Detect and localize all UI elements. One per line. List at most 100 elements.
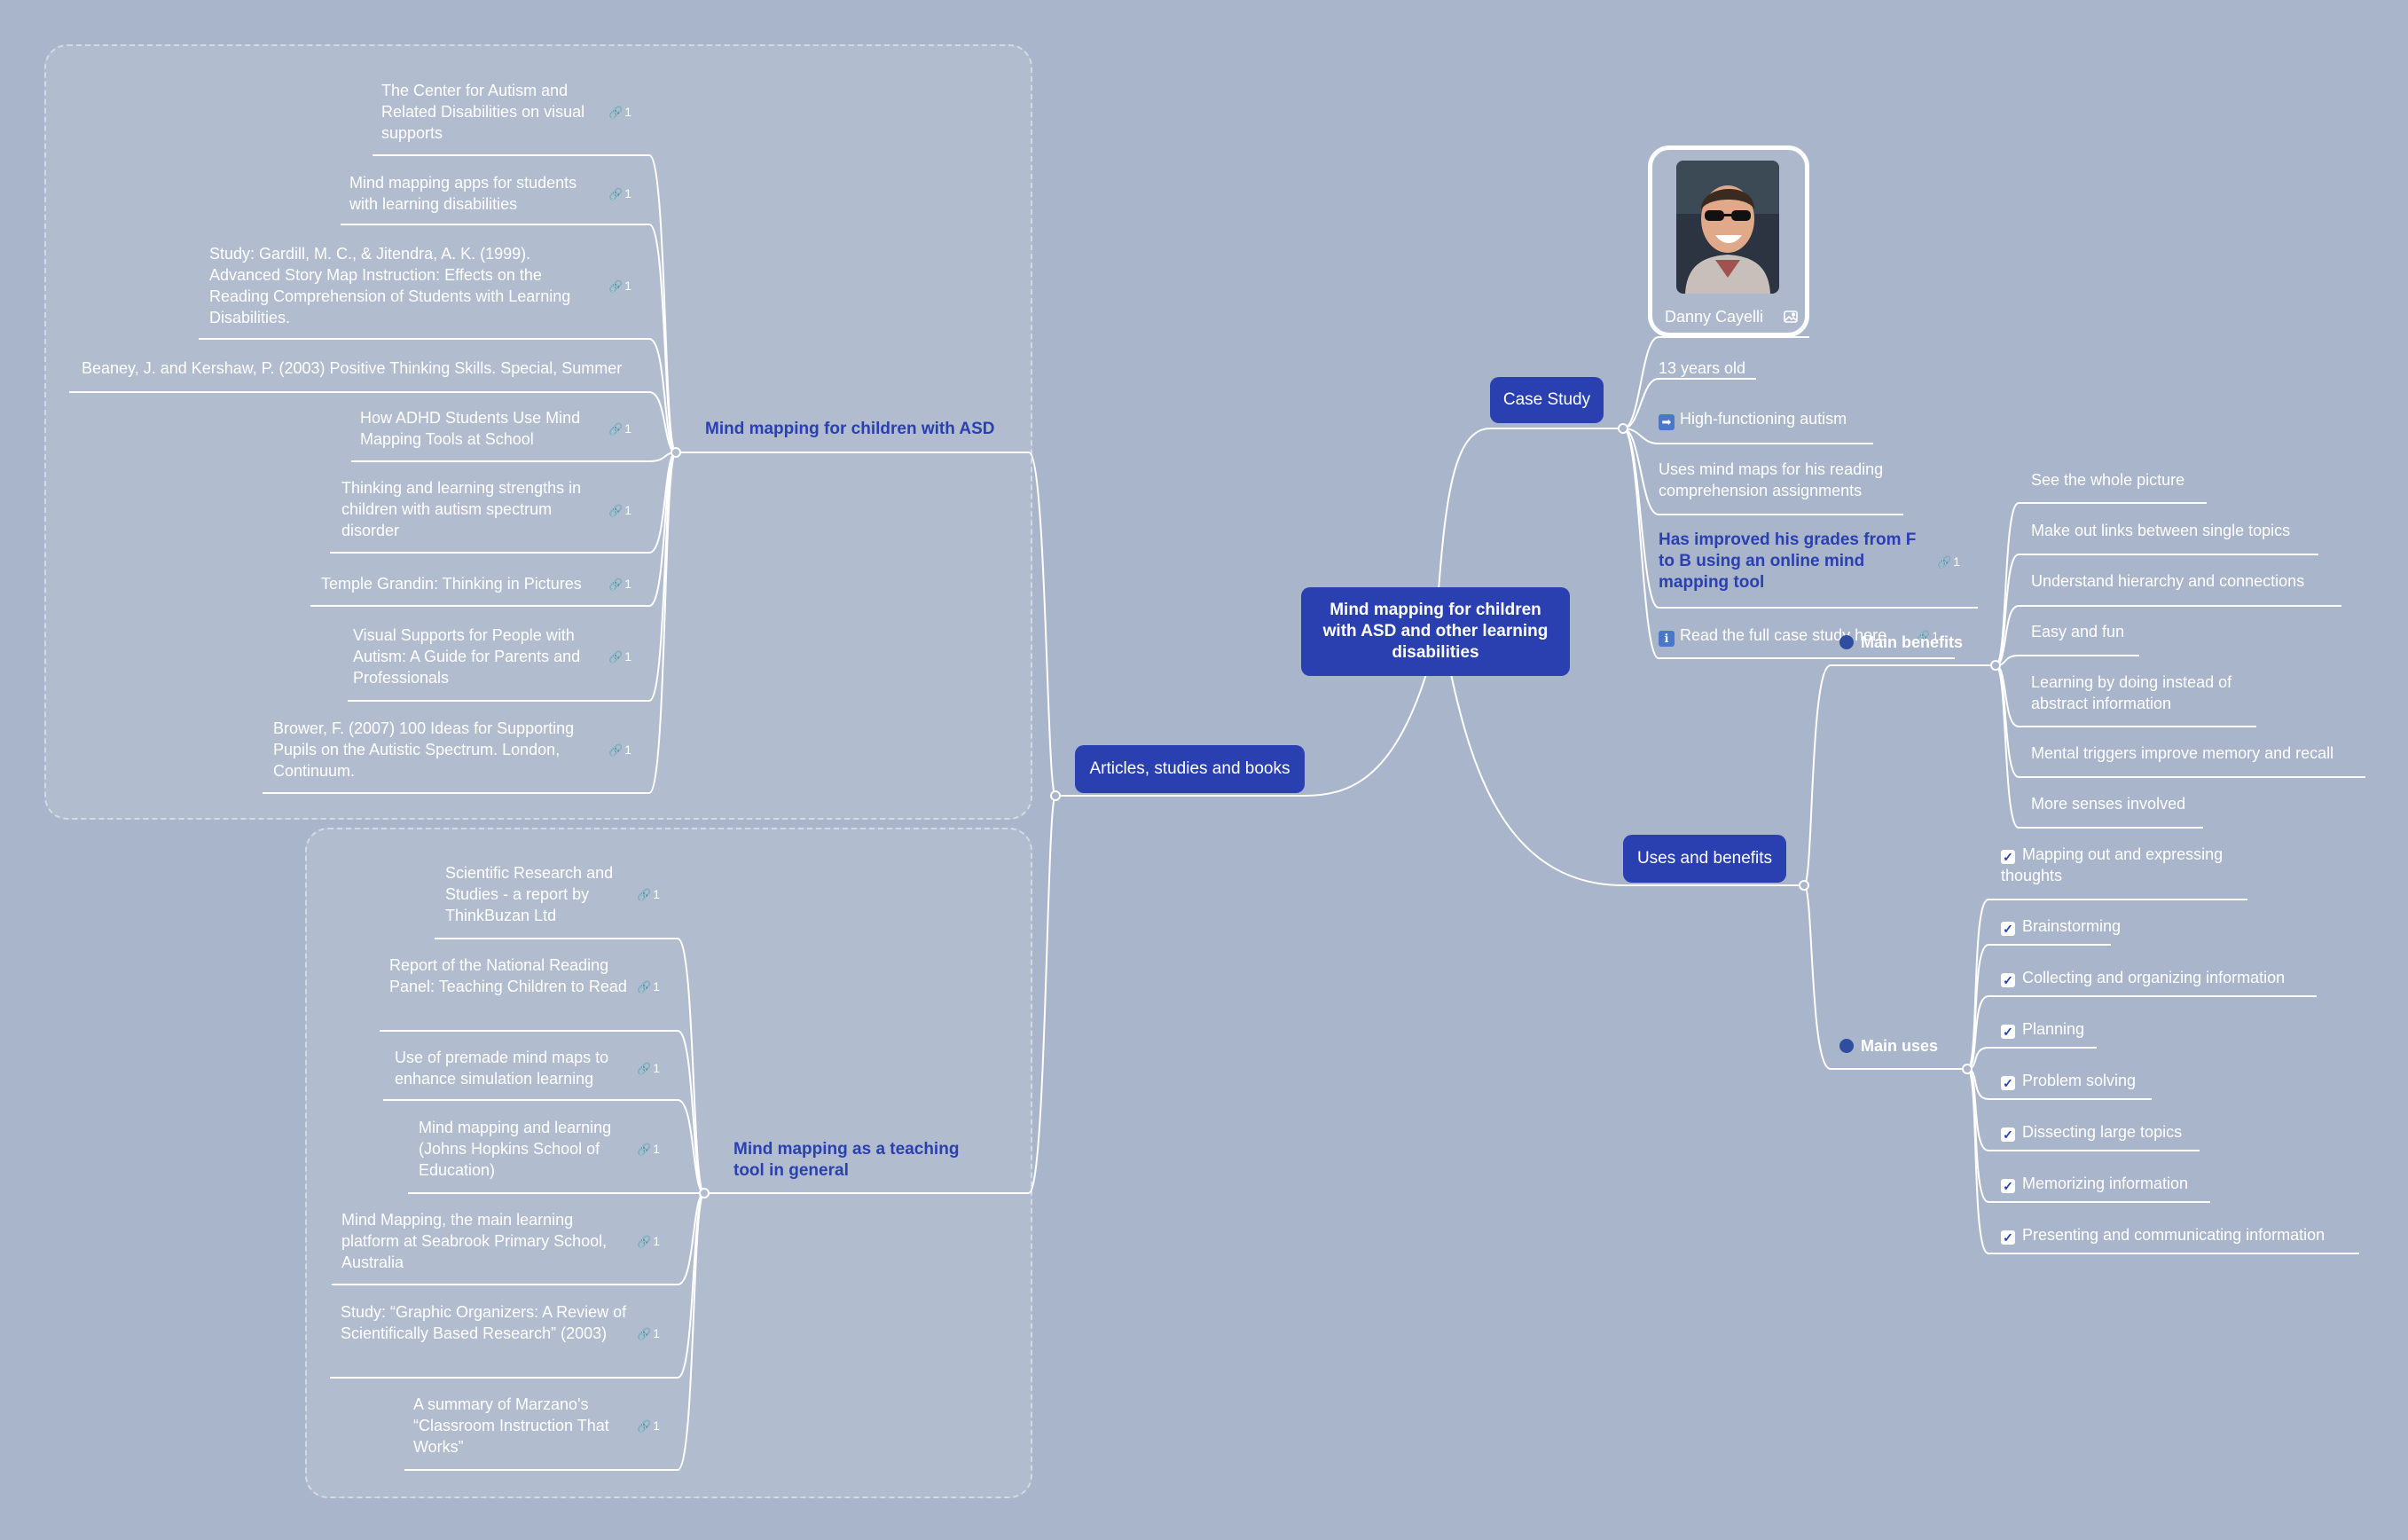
article-link[interactable]: 🔗1	[608, 648, 631, 665]
teaching-link[interactable]: 🔗1	[637, 886, 660, 903]
case-read-more-text: Read the full case study here	[1680, 626, 1887, 644]
article-link-count: 1	[624, 421, 631, 436]
teaching-articles-group	[305, 828, 1032, 1498]
article-link-count: 1	[624, 742, 631, 757]
teaching-item[interactable]: Mind mapping and learning (Johns Hopkins…	[419, 1117, 631, 1181]
use-text: Mapping out and expressing thoughts	[2001, 845, 2224, 884]
article-link[interactable]: 🔗1	[608, 576, 631, 593]
article-link[interactable]: 🔗1	[608, 502, 631, 519]
benefit-item[interactable]: Mental triggers improve memory and recal…	[2031, 742, 2333, 764]
right-arrow-icon: ➡	[1659, 414, 1675, 430]
use-item[interactable]: ✓Presenting and communicating informatio…	[2001, 1224, 2325, 1245]
article-link[interactable]: 🔗1	[608, 278, 631, 295]
benefit-item[interactable]: Easy and fun	[2031, 621, 2124, 642]
use-item[interactable]: ✓Problem solving	[2001, 1070, 2136, 1091]
case-study-photo-card[interactable]: Danny Cayelli	[1648, 145, 1809, 337]
link-icon: 🔗	[637, 888, 652, 901]
topic-uses-label: Uses and benefits	[1636, 849, 1773, 868]
teaching-item[interactable]: Scientific Research and Studies - a repo…	[445, 862, 631, 926]
benefit-text: Make out links between single topics	[2031, 522, 2291, 539]
main-uses-text: Main uses	[1861, 1037, 1939, 1055]
case-read-more[interactable]: ℹ Read the full case study here	[1659, 625, 1886, 647]
article-item[interactable]: Visual Supports for People with Autism: …	[353, 625, 603, 688]
benefit-item[interactable]: More senses involved	[2031, 793, 2185, 814]
case-diagnosis[interactable]: ➡High-functioning autism	[1659, 408, 1847, 430]
teaching-text: Mind mapping and learning (Johns Hopkins…	[419, 1119, 612, 1179]
use-text: Memorizing information	[2022, 1175, 2189, 1192]
subtopic-teaching[interactable]: Mind mapping as a teaching tool in gener…	[733, 1139, 991, 1182]
case-usage-text: Uses mind maps for his reading comprehen…	[1659, 460, 1884, 499]
topic-articles[interactable]: Articles, studies and books	[1075, 745, 1305, 793]
case-grades-link-count: 1	[1953, 554, 1960, 569]
teaching-item[interactable]: Report of the National Reading Panel: Te…	[389, 955, 634, 997]
use-item[interactable]: ✓Planning	[2001, 1018, 2084, 1040]
teaching-link[interactable]: 🔗1	[637, 1325, 660, 1342]
checkbox-checked-icon[interactable]: ✓	[2001, 973, 2015, 987]
checkbox-checked-icon[interactable]: ✓	[2001, 1179, 2015, 1193]
article-text: Visual Supports for People with Autism: …	[353, 626, 581, 687]
topic-uses-and-benefits[interactable]: Uses and benefits	[1623, 835, 1786, 883]
dot-icon	[1839, 1039, 1854, 1053]
teaching-link-count: 1	[653, 1234, 660, 1248]
article-item[interactable]: Study: Gardill, M. C., & Jitendra, A. K.…	[209, 243, 605, 328]
case-read-more-link[interactable]: 🔗1	[1916, 628, 1939, 645]
checkbox-checked-icon[interactable]: ✓	[2001, 1025, 2015, 1039]
article-item[interactable]: Brower, F. (2007) 100 Ideas for Supporti…	[273, 718, 607, 782]
main-uses-label[interactable]: Main uses	[1839, 1035, 1938, 1057]
use-item[interactable]: ✓Brainstorming	[2001, 915, 2121, 937]
article-text: Brower, F. (2007) 100 Ideas for Supporti…	[273, 719, 575, 780]
article-text: Study: Gardill, M. C., & Jitendra, A. K.…	[209, 245, 571, 326]
photo-caption: Danny Cayelli	[1665, 308, 1764, 326]
article-item[interactable]: The Center for Autism and Related Disabi…	[381, 80, 603, 144]
teaching-item[interactable]: Use of premade mind maps to enhance simu…	[395, 1047, 634, 1089]
case-grades[interactable]: Has improved his grades from F to B usin…	[1659, 530, 1933, 593]
teaching-link[interactable]: 🔗1	[637, 978, 660, 995]
root-topic[interactable]: Mind mapping for children with ASD and o…	[1301, 587, 1570, 676]
image-icon[interactable]	[1784, 310, 1798, 327]
article-item[interactable]: Temple Grandin: Thinking in Pictures	[321, 573, 582, 594]
teaching-item[interactable]: A summary of Marzano's “Classroom Instru…	[413, 1394, 635, 1458]
article-item[interactable]: Mind mapping apps for students with lear…	[349, 172, 607, 215]
checkbox-checked-icon[interactable]: ✓	[2001, 922, 2015, 936]
checkbox-checked-icon[interactable]: ✓	[2001, 850, 2015, 864]
article-item[interactable]: Beaney, J. and Kershaw, P. (2003) Positi…	[82, 358, 622, 379]
article-link[interactable]: 🔗1	[608, 742, 631, 758]
case-grades-link[interactable]: 🔗1	[1937, 554, 1960, 570]
checkbox-checked-icon[interactable]: ✓	[2001, 1230, 2015, 1245]
root-title: Mind mapping for children with ASD and o…	[1322, 601, 1549, 662]
benefit-item[interactable]: See the whole picture	[2031, 469, 2184, 491]
benefit-item[interactable]: Learning by doing instead of abstract in…	[2031, 672, 2262, 714]
benefit-item[interactable]: Make out links between single topics	[2031, 520, 2290, 541]
use-item[interactable]: ✓ Memorizing information	[2001, 1173, 2188, 1194]
benefit-text: Learning by doing instead of abstract in…	[2031, 673, 2232, 712]
subtopic-asd[interactable]: Mind mapping for children with ASD	[705, 419, 995, 440]
use-item[interactable]: ✓Collecting and organizing information	[2001, 967, 2285, 988]
teaching-link[interactable]: 🔗1	[637, 1060, 660, 1077]
teaching-item[interactable]: Mind Mapping, the main learning platform…	[341, 1209, 634, 1273]
use-item[interactable]: ✓Dissecting large topics	[2001, 1121, 2182, 1143]
link-icon: 🔗	[637, 1235, 652, 1248]
topic-case-study[interactable]: Case Study	[1490, 377, 1604, 423]
article-link-count: 1	[624, 503, 631, 517]
info-icon: ℹ	[1659, 631, 1675, 647]
article-link[interactable]: 🔗1	[608, 420, 631, 437]
case-usage[interactable]: Uses mind maps for his reading comprehen…	[1659, 459, 1916, 501]
teaching-link[interactable]: 🔗1	[637, 1141, 660, 1158]
checkbox-checked-icon[interactable]: ✓	[2001, 1128, 2015, 1142]
benefit-item[interactable]: Understand hierarchy and connections	[2031, 570, 2304, 592]
article-link[interactable]: 🔗1	[608, 104, 631, 121]
use-item[interactable]: ✓Mapping out and expressing thoughts	[2001, 844, 2249, 886]
checkbox-checked-icon[interactable]: ✓	[2001, 1076, 2015, 1090]
teaching-link-count: 1	[653, 1061, 660, 1075]
main-benefits-label[interactable]: Main benefits	[1839, 632, 1963, 653]
case-age[interactable]: 13 years old	[1659, 358, 1745, 379]
article-item[interactable]: How ADHD Students Use Mind Mapping Tools…	[360, 407, 600, 450]
teaching-link[interactable]: 🔗1	[637, 1233, 660, 1250]
article-item[interactable]: Thinking and learning strengths in child…	[341, 477, 600, 541]
teaching-link[interactable]: 🔗1	[637, 1418, 660, 1434]
article-text: Mind mapping apps for students with lear…	[349, 174, 577, 213]
article-text: Thinking and learning strengths in child…	[341, 479, 582, 539]
teaching-item[interactable]: Study: “Graphic Organizers: A Review of …	[341, 1301, 633, 1344]
article-link[interactable]: 🔗1	[608, 185, 631, 202]
